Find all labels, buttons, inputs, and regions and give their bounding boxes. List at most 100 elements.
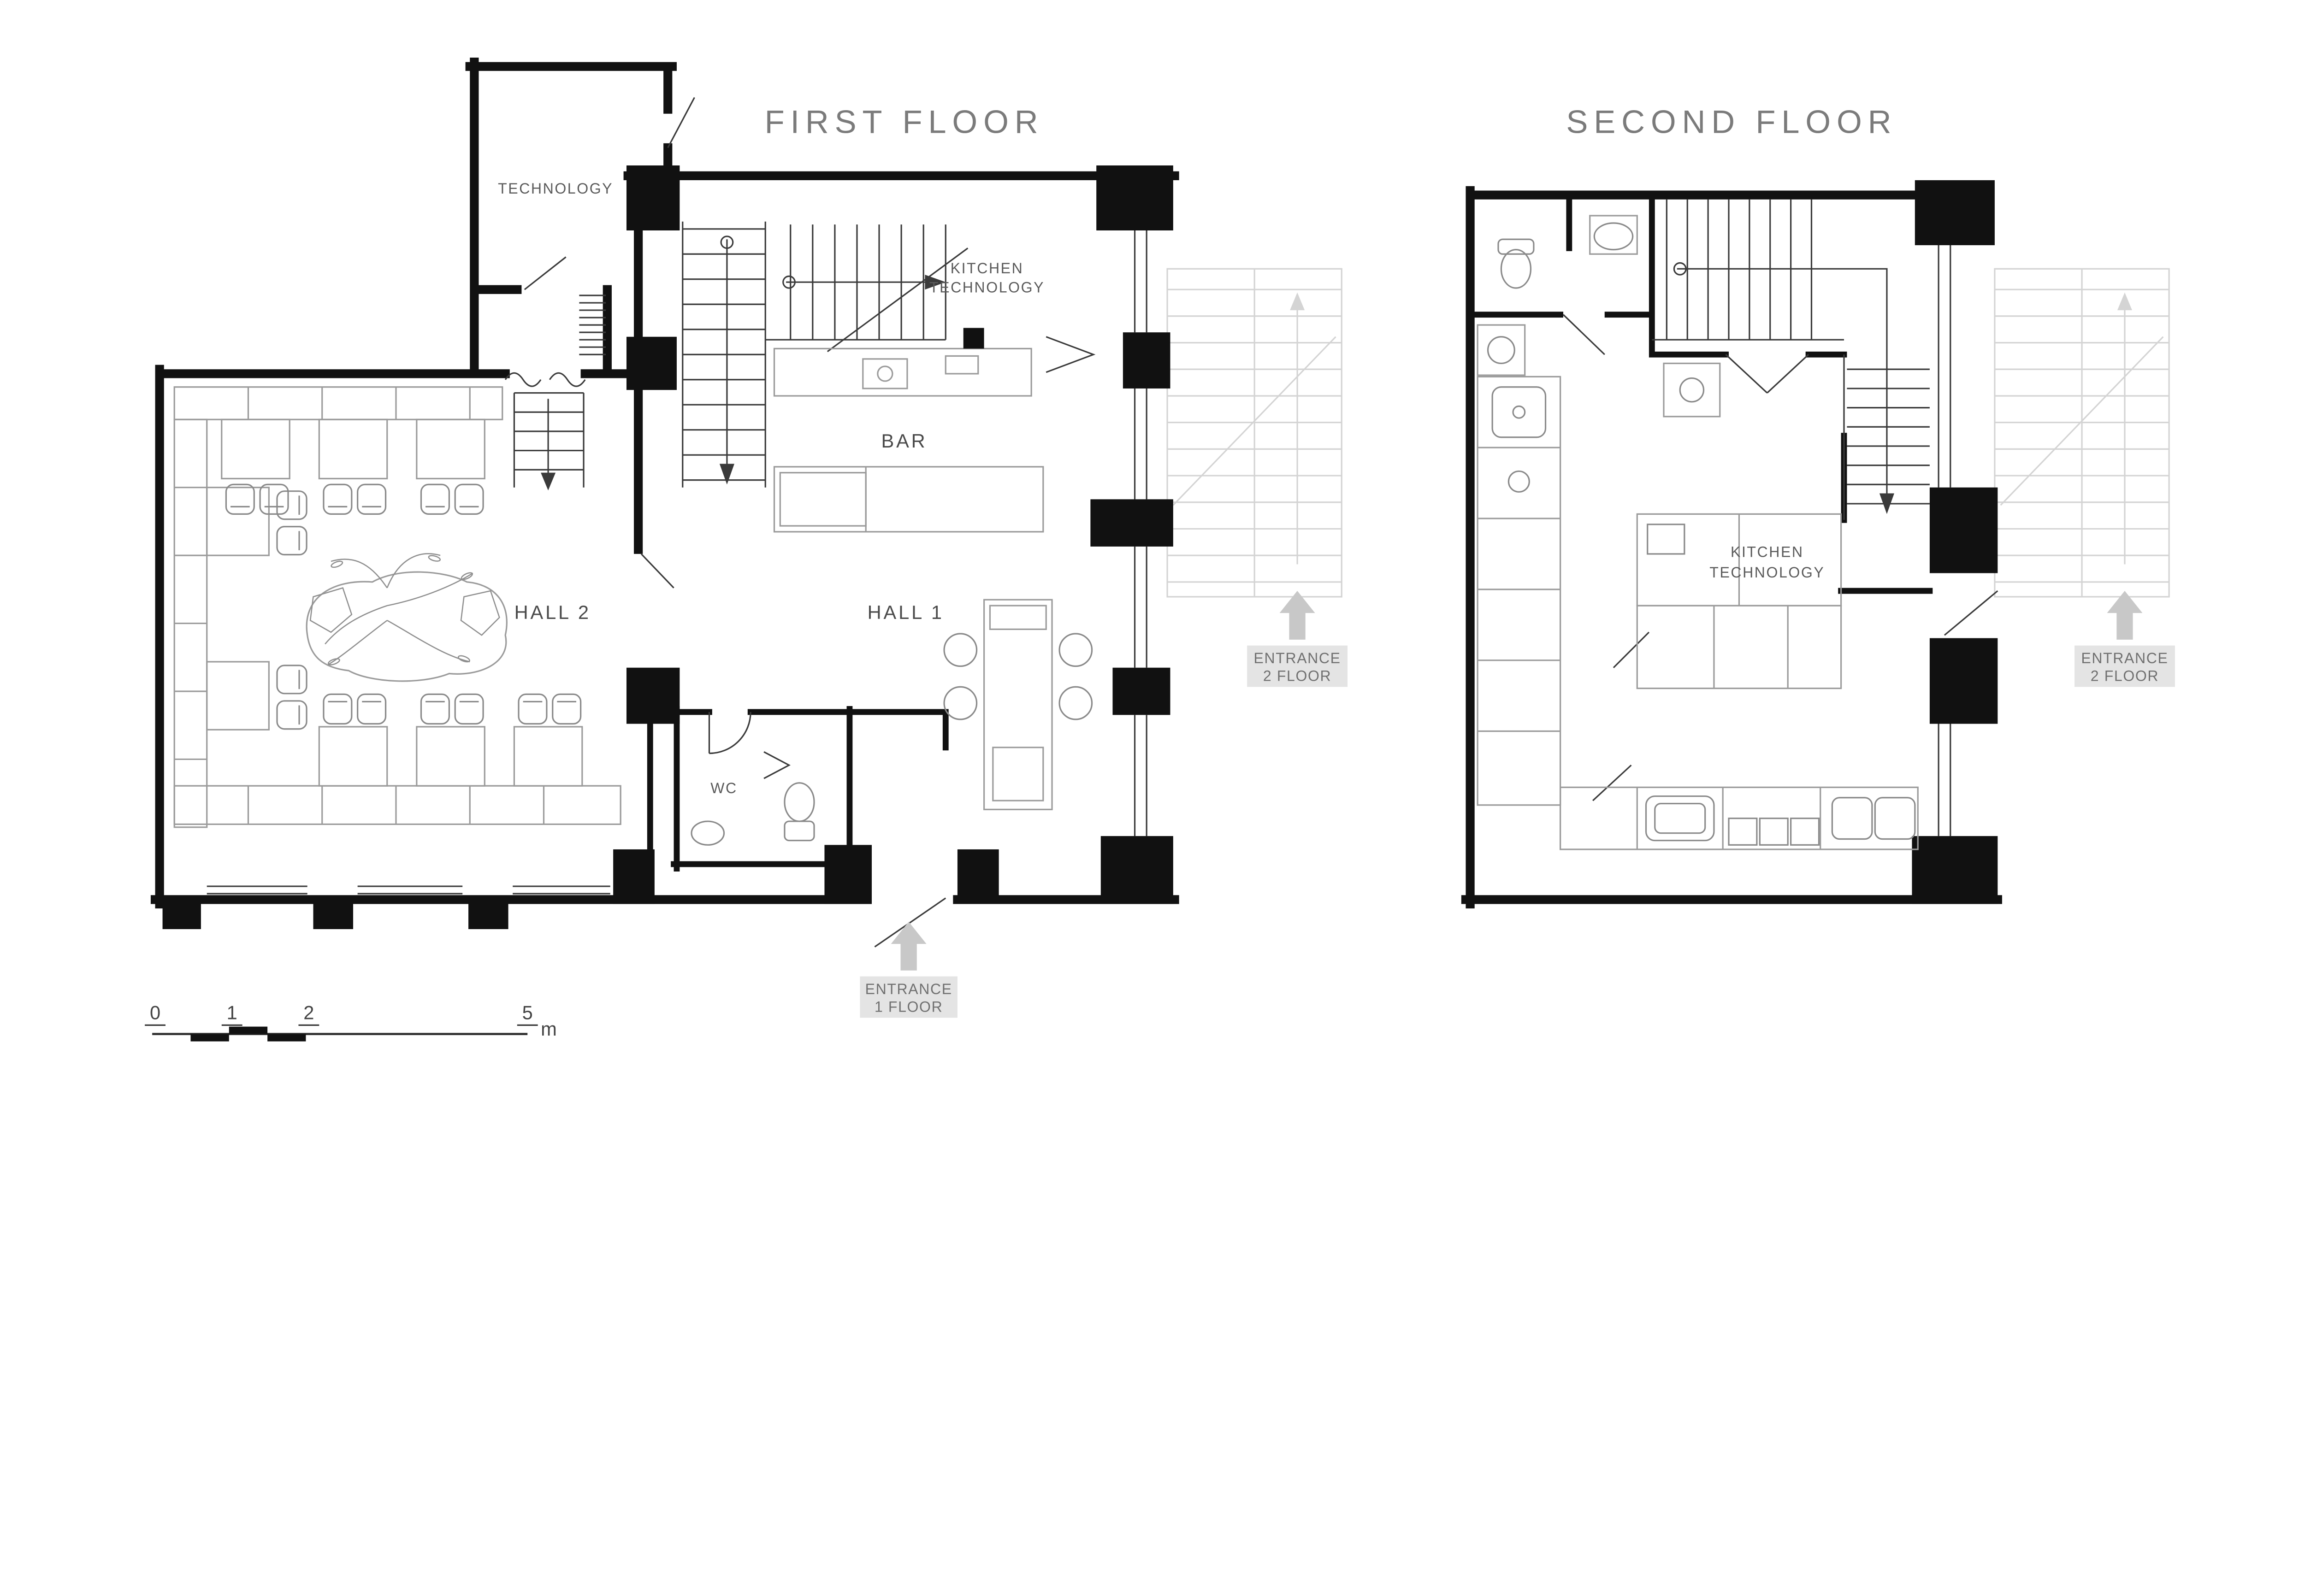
central-plant-table [306,553,508,682]
banquette-bench-top [173,386,503,420]
dining-table [416,726,485,787]
entrance-2-floor-line2: 2 FLOOR [1263,668,1331,684]
dining-table [206,661,270,730]
bar-equipment-block [963,328,984,349]
dining-table [318,726,388,787]
ghost-staircase-first [1166,268,1342,598]
chair [259,483,289,515]
chair [518,693,548,725]
entrance-2-floor-badge-first: ENTRANCE 2 FLOOR [1247,591,1348,687]
sink-counter [1589,215,1638,255]
floor-plans-canvas: FIRST FLOOR SECOND FLOOR [145,57,2175,1042]
dining-table [318,418,388,480]
armchair [1058,633,1093,667]
scale-tick-2: 2 [303,1002,314,1024]
kitchen-sink [1645,795,1715,842]
floor-plan-page: FIRST FLOOR SECOND FLOOR [145,57,2175,1042]
entrance-arrow-icon [2107,591,2143,640]
door-swing-lines [524,97,946,948]
chair [276,526,307,556]
second-floor-bathroom [1477,215,1638,376]
kitchen-island [1636,605,1842,689]
hall2-furniture [173,386,621,828]
entrance-1-floor-line1: ENTRANCE [865,981,952,997]
second-floor-kitchen-equipment [1477,362,1919,850]
radiator-hatch [579,294,606,355]
second-floor-plan: KITCHEN TECHNOLOGY ENTRANCE 2 FLOOR [1461,180,2175,909]
chair [420,483,450,515]
double-sink [1831,797,1873,840]
entrance-1-floor-line2: 1 FLOOR [875,999,943,1015]
hall1-table-group [943,599,1093,811]
wc-door-swing [708,712,751,754]
toilet [784,782,815,822]
toilet [1500,249,1532,289]
chair [420,693,450,725]
chair [276,490,307,520]
scale-tick-0: 0 [150,1002,160,1024]
armchair [943,633,978,667]
second-floor-staircase [1652,199,1930,520]
scale-unit: m [541,1018,557,1040]
hob-burner [1759,818,1789,846]
kitchen-technology-label-line1: KITCHEN [951,260,1024,277]
chair [454,693,484,725]
kitchen-sink [1491,386,1547,438]
banquette-bench-bottom [173,785,621,825]
washing-machine [1477,324,1526,376]
double-sink [1874,797,1916,840]
armchair [1058,686,1093,720]
dining-table [513,726,583,787]
first-floor-plan: TECHNOLOGY KITCHEN TECHNOLOGY BAR HALL 2… [150,57,1348,1018]
wc-label: WC [710,780,738,796]
chair [357,483,387,515]
wc-room [691,712,815,846]
scale-bar: 0 1 2 5 m [145,1002,557,1042]
kitchen-counter-bottom [1560,786,1919,850]
chair [323,483,353,515]
bar-label: BAR [881,430,928,452]
wc-inner-door [763,751,791,779]
chair [357,693,387,725]
entrance-arrow-icon [1279,591,1315,640]
entrance-arrow-icon [891,921,927,971]
chair [276,700,307,730]
second-floor-title: SECOND FLOOR [1566,103,1897,140]
wall-break-symbols [504,372,586,387]
kitchen-equipment [1663,362,1721,418]
entrance-2-floor-line1: ENTRANCE [1254,650,1341,666]
sink [691,820,725,846]
armchair [943,686,978,720]
first-floor-title: FIRST FLOOR [765,103,1044,140]
chair [225,483,255,515]
dining-table [221,418,290,480]
bar-counter [773,328,1044,533]
kitchen-label-leader-line [827,247,969,353]
hob-burner [1790,818,1820,846]
second-kitchen-technology-line2: TECHNOLOGY [1709,564,1825,581]
entrance-1-floor-badge: ENTRANCE 1 FLOOR [860,921,957,1018]
kitchen-technology-label-line2: TECHNOLOGY [929,279,1045,296]
sink [1593,222,1634,251]
dining-table [416,418,485,480]
kitchen-counter-left [1477,376,1561,806]
technology-label: TECHNOLOGY [498,180,613,197]
double-door-symbol [1046,336,1096,373]
entrance-2-floor-badge-second: ENTRANCE 2 FLOOR [2074,591,2175,687]
hall2-entry-steps [513,392,585,491]
scale-tick-1: 1 [227,1002,237,1024]
chair [323,693,353,725]
first-floor-staircase [682,221,1096,488]
door-swing-lines [1562,314,1998,801]
window-glazing-lines [207,230,1147,895]
hob-burner [1728,818,1758,846]
chair [552,693,582,725]
hall1-table [983,599,1053,811]
hall2-label: HALL 2 [514,601,591,623]
entrance-2-floor-line1: ENTRANCE [2081,650,2168,666]
entrance-2-floor-line2: 2 FLOOR [2091,668,2159,684]
second-floor-walls [1461,180,2002,909]
scale-tick-5: 5 [522,1002,533,1024]
ghost-staircase-second [1994,268,2170,598]
hall1-label: HALL 1 [868,601,944,623]
